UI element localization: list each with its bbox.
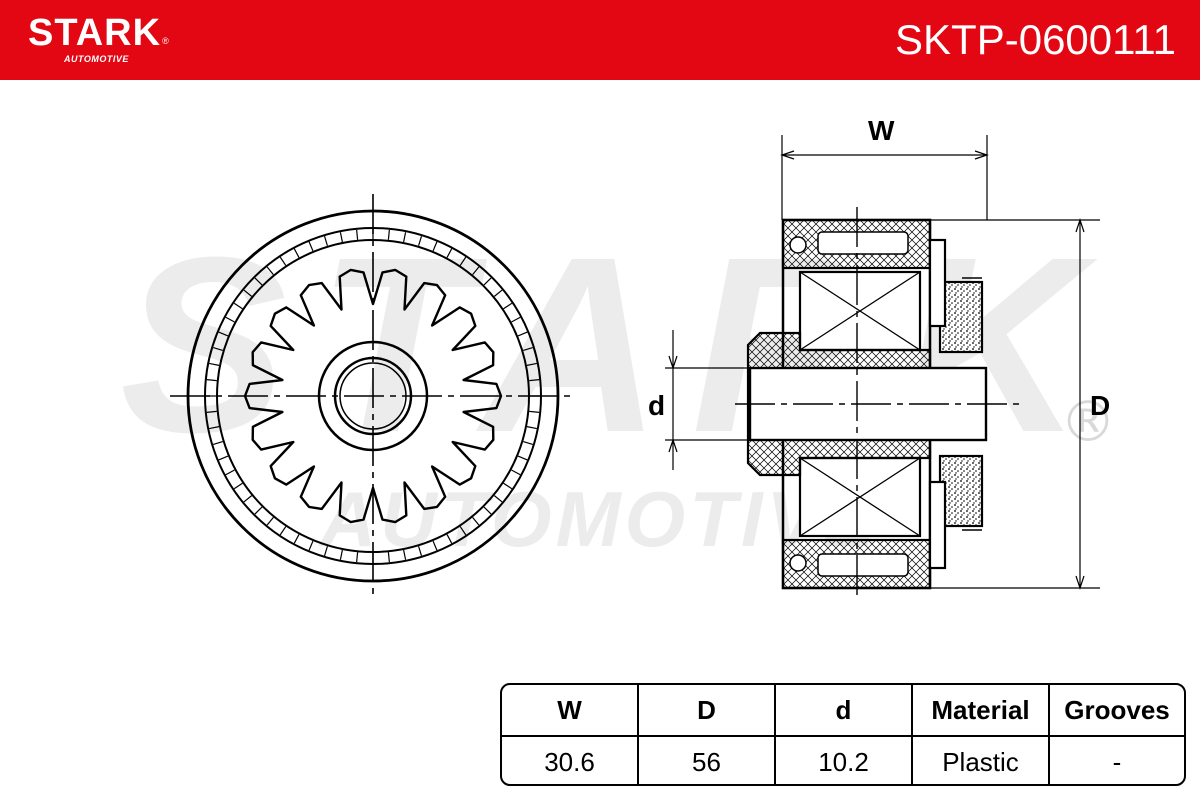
front-roller-mark [243, 289, 253, 297]
front-roller-mark [511, 469, 521, 476]
spec-value-cell: - [1112, 746, 1122, 777]
front-roller-mark [233, 482, 243, 490]
front-roller-mark [266, 266, 274, 276]
outer-diameter-label: D [1090, 390, 1111, 421]
front-roller-mark [293, 248, 300, 258]
front-roller-mark [218, 455, 229, 461]
front-roller-mark [517, 455, 528, 461]
front-roller-mark [209, 426, 220, 430]
front-roller-mark [418, 546, 423, 556]
front-roller-mark [472, 516, 480, 526]
front-roller-mark [459, 256, 467, 266]
front-roller-mark [254, 506, 263, 515]
front-roller-mark [517, 331, 528, 337]
front-roller-mark [266, 516, 274, 526]
front-roller-mark [308, 241, 314, 252]
front-roller-mark [529, 410, 540, 413]
spec-value-row: 30.6 56 10.2 Plastic - [502, 737, 1184, 784]
front-roller-mark [526, 426, 537, 430]
part-number: SKTP-0600111 [895, 16, 1176, 63]
gear-side-section-view-icon [665, 135, 1100, 600]
brand-logo: STARK® AUTOMOTIVE [28, 12, 169, 64]
spec-header-cell: d [776, 685, 913, 735]
front-roller-mark [523, 346, 533, 351]
spec-header-cell: Grooves [1064, 694, 1170, 725]
front-roller-mark [523, 441, 533, 446]
spec-value-cell: Plastic [913, 737, 1050, 784]
front-roller-mark [209, 362, 220, 366]
spec-value-cell: 56 [639, 737, 776, 784]
front-roller-mark [213, 441, 223, 446]
front-roller-mark [483, 277, 492, 286]
spec-header-cell: Material [913, 685, 1050, 735]
front-roller-mark [387, 229, 390, 240]
front-roller-mark [446, 534, 453, 544]
front-roller-mark [418, 236, 423, 246]
front-roller-mark [387, 552, 390, 563]
spec-header-cell: D [639, 685, 776, 735]
specification-table: W D d Material Grooves 30.6 56 10.2 Plas… [500, 683, 1186, 786]
spec-value-cell: 10.2 [776, 737, 913, 784]
front-roller-mark [218, 331, 229, 337]
spec-value-cell: 30.6 [502, 737, 639, 784]
front-roller-mark [243, 495, 253, 503]
front-roller-mark [206, 379, 217, 382]
front-roller-mark [225, 469, 235, 476]
front-roller-mark [279, 256, 287, 266]
front-roller-mark [233, 302, 243, 310]
front-roller-mark [503, 302, 513, 310]
brand-logo-text: STARK [28, 12, 162, 54]
front-roller-mark [254, 277, 263, 286]
header-bar: STARK® AUTOMOTIVE SKTP-0600111 [0, 0, 1200, 80]
front-roller-mark [526, 362, 537, 366]
front-roller-mark [225, 316, 235, 323]
front-roller-mark [293, 534, 300, 544]
front-roller-mark [339, 549, 343, 560]
front-roller-mark [432, 241, 438, 252]
front-roller-mark [403, 232, 407, 243]
spec-header-row: W D d Material Grooves [502, 685, 1184, 737]
front-roller-mark [529, 379, 540, 382]
front-roller-mark [493, 495, 503, 503]
front-roller-mark [403, 549, 407, 560]
inner-diameter-label: d [648, 390, 666, 421]
front-roller-mark [356, 552, 359, 563]
registered-mark: ® [162, 36, 169, 46]
front-roller-mark [503, 482, 513, 490]
spec-header-cell: W [502, 685, 639, 735]
front-roller-mark [459, 526, 467, 536]
front-roller-mark [472, 266, 480, 276]
brand-logo-subtext: AUTOMOTIVE [64, 54, 129, 64]
front-roller-mark [323, 546, 328, 556]
front-roller-mark [356, 229, 359, 240]
width-dimension-label: W [868, 115, 895, 146]
front-roller-mark [493, 289, 503, 297]
front-roller-mark [446, 248, 453, 258]
front-roller-mark [483, 506, 492, 515]
front-roller-mark [279, 526, 287, 536]
front-roller-mark [213, 346, 223, 351]
front-roller-mark [432, 540, 438, 551]
front-roller-mark [339, 232, 343, 243]
front-roller-mark [206, 410, 217, 413]
gear-front-view-icon [170, 194, 576, 598]
front-roller-mark [308, 540, 314, 551]
front-roller-mark [323, 236, 328, 246]
front-roller-mark [511, 316, 521, 323]
